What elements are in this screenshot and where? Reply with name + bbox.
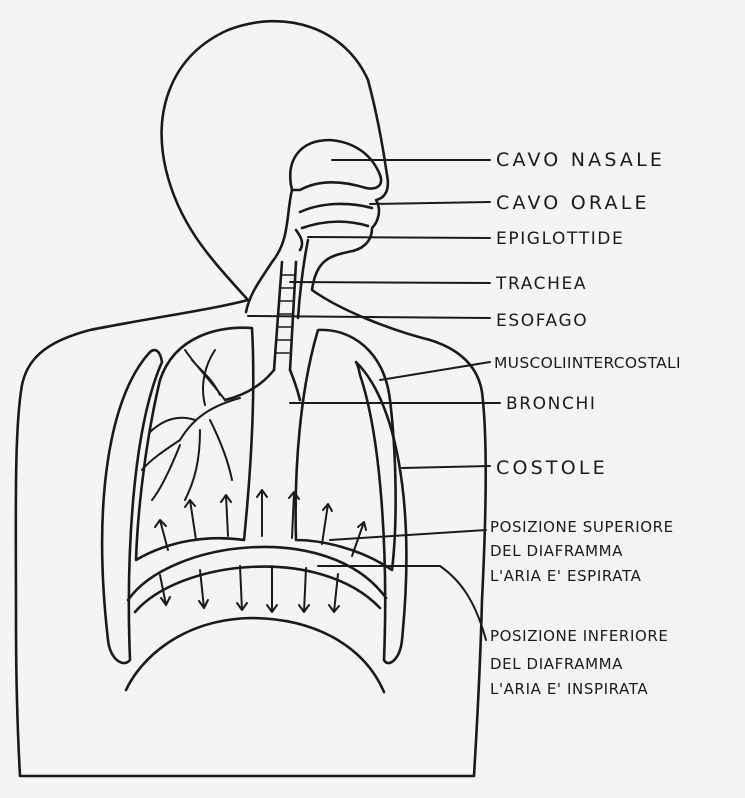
label-posizione-inferiore-line2: DEL DIAFRAMMA xyxy=(490,655,623,673)
label-bronchi: BRONCHI xyxy=(506,394,596,414)
label-posizione-inferiore-line1: POSIZIONE INFERIORE xyxy=(490,627,668,645)
label-cavo-orale: CAVO ORALE xyxy=(496,192,650,214)
label-posizione-inferiore-line3: L'ARIA E' INSPIRATA xyxy=(490,680,648,698)
label-posizione-superiore-line1: POSIZIONE SUPERIORE xyxy=(490,518,674,536)
right-lung xyxy=(296,330,396,570)
diaphragm-inferior xyxy=(126,618,384,692)
body-outline xyxy=(16,21,486,776)
label-esofago: ESOFAGO xyxy=(496,311,588,331)
nasal-cavity xyxy=(290,140,381,190)
bronchi xyxy=(225,370,300,400)
label-muscoli-intercostali: MUSCOLIINTERCOSTALI xyxy=(494,354,681,372)
label-trachea: TRACHEA xyxy=(495,274,587,294)
label-cavo-nasale: CAVO NASALE xyxy=(496,149,665,171)
esophagus xyxy=(298,240,308,318)
ribs-right xyxy=(356,362,406,663)
pharynx-wall xyxy=(246,190,292,312)
diaphragm-superior xyxy=(128,547,386,600)
label-posizione-superiore-line2: DEL DIAFRAMMA xyxy=(490,542,623,560)
label-posizione-superiore-line3: L'ARIA E' ESPIRATA xyxy=(490,567,642,585)
epiglottis xyxy=(296,230,302,250)
label-epiglottide: EPIGLOTTIDE xyxy=(496,229,624,249)
label-costole: COSTOLE xyxy=(496,457,608,479)
ribs-left xyxy=(102,350,162,663)
oral-cavity xyxy=(300,204,372,228)
diaphragm-superior-inner xyxy=(135,567,380,612)
